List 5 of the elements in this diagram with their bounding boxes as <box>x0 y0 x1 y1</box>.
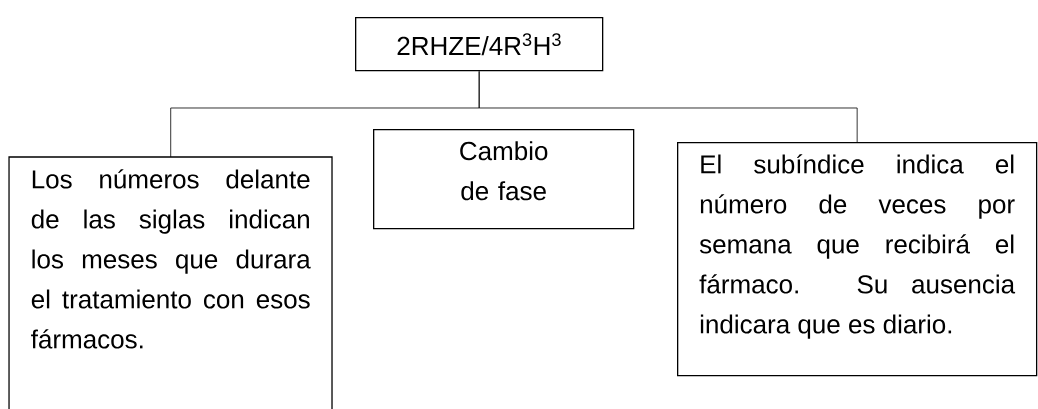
connector-line <box>478 70 858 143</box>
note-box: Los números delante de las siglas indican los meses que durara el tratamiento con esos fármacos. <box>8 156 333 409</box>
phase-box: Cambio de fase <box>373 129 635 230</box>
regimen-box: 2RHZE/4R$^{3}$H$^{3}$ <box>355 17 604 72</box>
note-box: El subíndice indica el número de veces por semana que recibirá el fármaco. Su ausencia indicara que es diario. <box>677 142 1038 377</box>
